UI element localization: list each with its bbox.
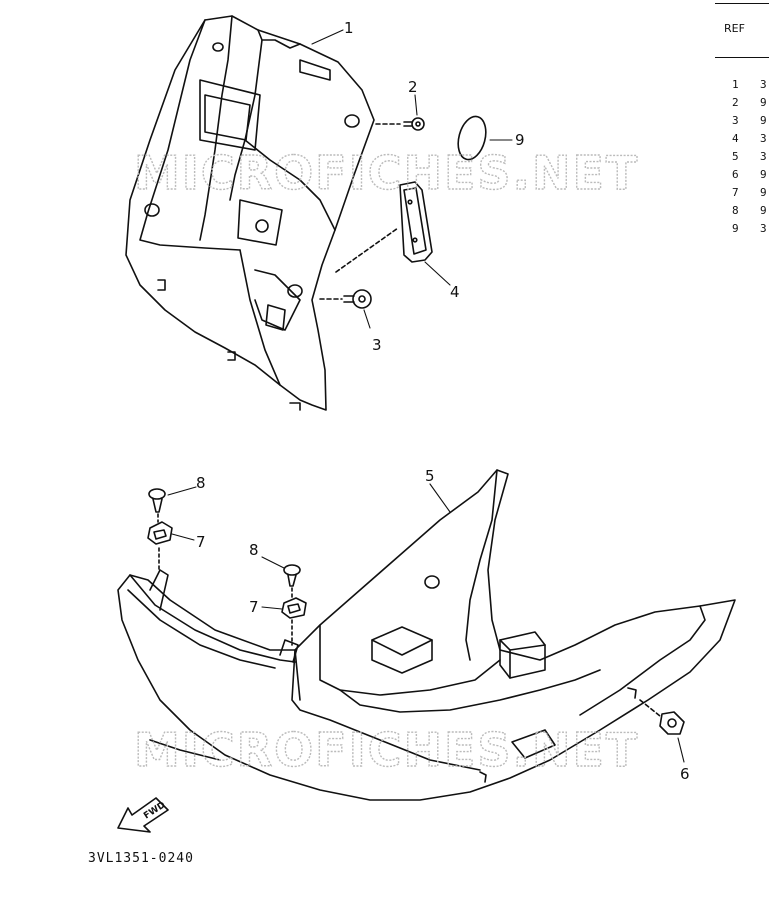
part-code: 9: [760, 204, 767, 217]
table-header-rule: [715, 57, 769, 58]
callout-6: 6: [680, 765, 690, 783]
ref-number: 8: [732, 204, 739, 217]
nut-part-7-lower: [281, 597, 307, 646]
callout-5: 5: [425, 467, 435, 485]
leader-lines: [167, 29, 685, 763]
cap-part-9: [457, 115, 487, 161]
nut-part-7-upper: [147, 521, 173, 571]
ref-number: 1: [732, 78, 739, 91]
callout-8-lower: 8: [249, 541, 259, 559]
front-cover-part-1: [125, 15, 375, 411]
ref-number: 9: [732, 222, 739, 235]
ref-number: 7: [732, 186, 739, 199]
watermark-bottom: MICROFICHES.NET: [134, 723, 639, 777]
bolt-part-6: [639, 699, 685, 735]
part-code: 9: [760, 168, 767, 181]
diagram-code: 3VL1351-0240: [88, 851, 194, 866]
callout-9: 9: [515, 131, 525, 149]
callout-3: 3: [372, 336, 382, 354]
plate-part-4: [335, 181, 433, 273]
ref-number: 6: [732, 168, 739, 181]
callout-2: 2: [408, 78, 418, 96]
part-code: 3: [760, 150, 767, 163]
forward-direction-arrow: [117, 797, 169, 833]
screw-part-2: [375, 117, 425, 131]
part-code: 9: [760, 96, 767, 109]
part-code: 3: [760, 132, 767, 145]
callout-4: 4: [450, 283, 460, 301]
part-code: 3: [760, 222, 767, 235]
ref-header: REF: [724, 22, 745, 35]
callout-7-upper: 7: [196, 533, 206, 551]
part-code: 9: [760, 186, 767, 199]
ref-number: 4: [732, 132, 739, 145]
clip-part-8-upper: [148, 488, 166, 523]
callout-1: 1: [344, 19, 354, 37]
clip-part-8-lower: [283, 564, 301, 601]
part-code: 3: [760, 78, 767, 91]
callout-7-lower: 7: [249, 598, 259, 616]
ref-number: 3: [732, 114, 739, 127]
table-top-rule: [715, 3, 769, 4]
watermark-top: MICROFICHES.NET: [134, 146, 639, 200]
part-code: 9: [760, 114, 767, 127]
callout-8-upper: 8: [196, 474, 206, 492]
under-cover-part-5: [117, 469, 736, 801]
ref-number: 5: [732, 150, 739, 163]
ref-number: 2: [732, 96, 739, 109]
screw-part-3: [319, 289, 372, 309]
